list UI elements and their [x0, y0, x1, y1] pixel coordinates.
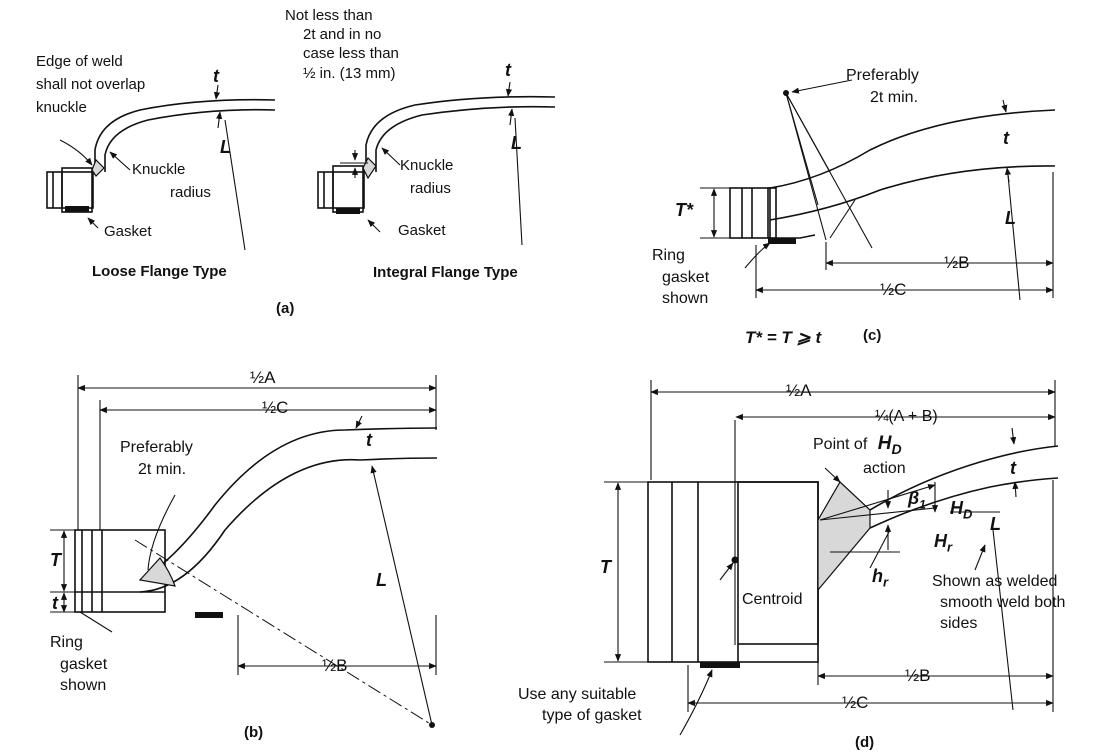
- c-ring-line-1: Ring: [652, 247, 685, 264]
- d-half-B-label: ½B: [905, 666, 931, 685]
- d-beta-letter: β: [908, 488, 920, 508]
- c-equation: T* = T ⩾ t: [745, 328, 822, 347]
- d-hr-symbol: hr: [872, 566, 888, 590]
- integral-gasket-label: Gasket: [398, 222, 446, 239]
- b-t-shell-symbol: t: [366, 430, 372, 450]
- b-ring-gasket-note: Ring gasket shown: [50, 632, 107, 697]
- d-point-of-action-note: Point of HD action: [813, 432, 906, 479]
- d-HD-top-letter: H: [877, 433, 892, 454]
- loose-knuckle-label: Knuckle radius: [132, 160, 211, 202]
- d-quarter-label: ¼(A + B): [875, 408, 938, 425]
- panel-b-figure: [50, 375, 438, 728]
- c-ring-line-3: shown: [662, 290, 709, 308]
- figure-label-d: (d): [855, 734, 875, 751]
- b-ring-line-1: Ring: [50, 634, 83, 651]
- loose-flange-caption: Loose Flange Type: [92, 263, 227, 280]
- c-ring-line-2: gasket: [662, 268, 710, 286]
- d-T-symbol: T: [600, 557, 611, 577]
- figure-label-a: (a): [276, 300, 295, 317]
- d-HD-symbol: HD: [950, 498, 972, 522]
- figure-label-b: (b): [244, 724, 264, 741]
- min-note-line-2: 2t and in no: [303, 26, 382, 44]
- weld-edge-note: Edge of weld shall not overlap knuckle: [36, 52, 145, 118]
- d-beta-symbol: β1: [908, 488, 926, 512]
- b-T-symbol: T: [50, 550, 61, 570]
- d-gasket-note: Use any suitable type of gasket: [518, 685, 642, 727]
- d-L-symbol: L: [990, 514, 1001, 534]
- d-HD-sub: D: [963, 506, 973, 522]
- d-half-A-label: ½A: [786, 381, 812, 400]
- d-gasket-line-1: Use any suitable: [518, 686, 637, 703]
- knuckle-line-2: radius: [410, 180, 451, 198]
- c-preferably-line-1: Preferably: [846, 67, 919, 84]
- b-preferably-note: Preferably 2t min.: [120, 438, 193, 481]
- weld-note-line-3: knuckle: [36, 99, 87, 117]
- d-hr-letter: h: [872, 566, 883, 586]
- d-Hr-letter: H: [934, 531, 947, 551]
- d-welded-line-2: smooth weld both: [940, 593, 1066, 611]
- min-note-line-3: case less than: [303, 45, 399, 63]
- integral-t-symbol: t: [505, 60, 511, 80]
- c-preferably-line-2: 2t min.: [870, 89, 919, 107]
- panel-c-figure: [700, 79, 1056, 301]
- panel-d-figure: [604, 380, 1059, 736]
- integral-L-symbol: L: [511, 133, 522, 153]
- min-note-line-4: ½ in. (13 mm): [303, 64, 396, 82]
- d-HD-label-top: HD: [877, 433, 902, 457]
- loose-gasket-label: Gasket: [104, 223, 152, 240]
- b-ring-line-3: shown: [60, 677, 107, 695]
- integral-knuckle-label: Knuckle radius: [400, 156, 453, 198]
- min-thickness-note: Not less than 2t and in no case less tha…: [285, 6, 399, 83]
- d-Hr-sub: r: [947, 539, 953, 555]
- d-welded-note: Shown as welded smooth weld both sides: [932, 572, 1065, 634]
- figure-label-c: (c): [863, 327, 882, 344]
- b-L-symbol: L: [376, 570, 387, 590]
- d-action-text: action: [863, 459, 906, 477]
- knuckle-line-2: radius: [170, 184, 211, 202]
- d-beta-sub: 1: [919, 497, 926, 512]
- d-hr-sub: r: [883, 574, 889, 590]
- weld-note-line-2: shall not overlap: [36, 76, 146, 94]
- d-point-of-text: Point of: [813, 436, 868, 453]
- d-half-C-label: ½C: [842, 693, 869, 712]
- loose-flange-figure: [46, 84, 276, 251]
- b-preferably-line-2: 2t min.: [138, 461, 187, 479]
- d-t-symbol: t: [1010, 458, 1016, 478]
- d-welded-line-1: Shown as welded: [932, 573, 1058, 590]
- c-half-B-label: ½B: [944, 253, 970, 272]
- loose-t-symbol: t: [213, 66, 219, 86]
- c-t-symbol: t: [1003, 128, 1009, 148]
- knuckle-line-1: Knuckle: [400, 157, 454, 174]
- knuckle-line-1: Knuckle: [132, 161, 186, 178]
- d-centroid-label: Centroid: [742, 591, 803, 608]
- b-preferably-line-1: Preferably: [120, 439, 193, 456]
- c-T-star-symbol: T*: [675, 200, 693, 220]
- min-note-line-1: Not less than: [285, 7, 373, 24]
- d-gasket-line-2: type of gasket: [542, 706, 642, 724]
- d-HD-top-sub: D: [891, 440, 902, 457]
- d-welded-line-3: sides: [940, 614, 978, 632]
- c-L-symbol: L: [1005, 208, 1016, 228]
- integral-flange-caption: Integral Flange Type: [373, 264, 518, 281]
- c-preferably-note: Preferably 2t min.: [846, 66, 919, 109]
- c-half-C-label: ½C: [880, 280, 907, 299]
- d-HD-letter: H: [950, 498, 963, 518]
- b-half-A-label: ½A: [250, 368, 276, 387]
- loose-L-symbol: L: [220, 137, 231, 157]
- b-t-lower-symbol: t: [52, 593, 58, 613]
- b-half-B-label: ½B: [322, 656, 348, 675]
- integral-flange-figure: [317, 81, 556, 246]
- c-ring-gasket-note: Ring gasket shown: [652, 245, 709, 310]
- b-half-C-label: ½C: [262, 398, 289, 417]
- weld-note-line-1: Edge of weld: [36, 53, 123, 70]
- b-ring-line-2: gasket: [60, 655, 108, 673]
- d-Hr-symbol: Hr: [934, 531, 952, 555]
